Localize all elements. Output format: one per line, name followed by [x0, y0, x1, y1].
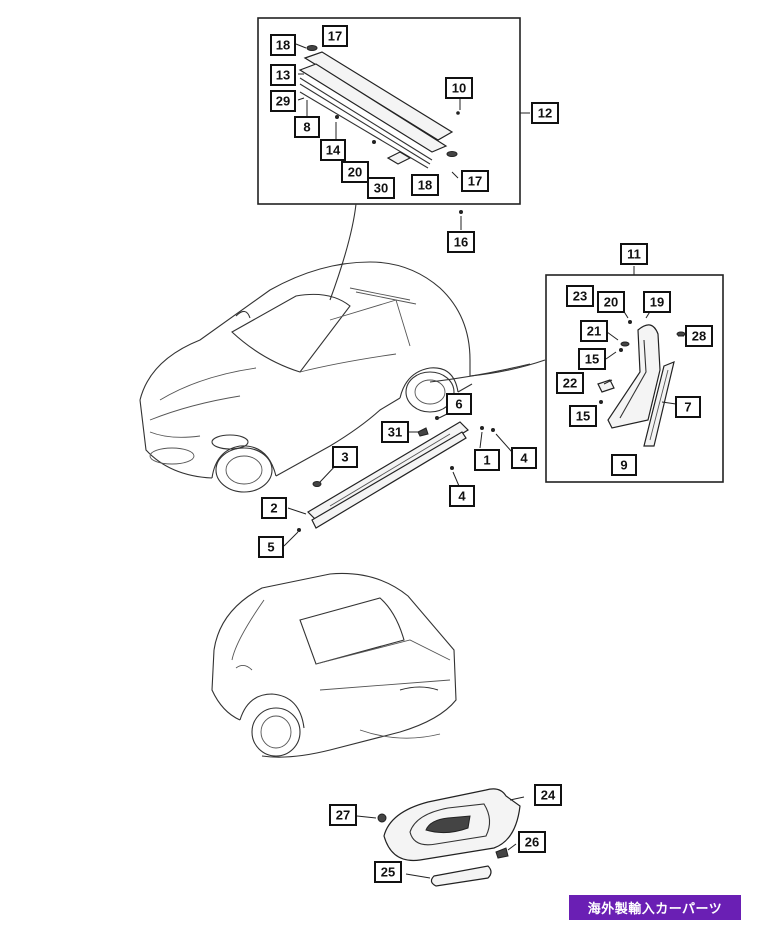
svg-text:10: 10: [452, 81, 466, 96]
svg-text:23: 23: [573, 289, 587, 304]
svg-text:22: 22: [563, 376, 577, 391]
callout-30: 30: [367, 177, 395, 199]
callout-28: 28: [685, 325, 713, 347]
svg-text:18: 18: [276, 38, 290, 53]
callout-6: 6: [446, 393, 472, 415]
svg-text:9: 9: [620, 458, 627, 473]
svg-text:18: 18: [418, 178, 432, 193]
svg-text:6: 6: [455, 397, 462, 412]
svg-text:16: 16: [454, 235, 468, 250]
callout-12: 12: [531, 102, 559, 124]
svg-text:5: 5: [267, 540, 274, 555]
callout-27: 27: [329, 804, 357, 826]
svg-text:4: 4: [458, 489, 466, 504]
svg-text:25: 25: [381, 865, 395, 880]
pillar-trim-panel: [545, 266, 724, 483]
svg-text:8: 8: [303, 120, 310, 135]
callout-29: 29: [270, 90, 296, 112]
callout-18a: 18: [270, 34, 296, 56]
door-handle-assembly: [356, 788, 525, 887]
svg-text:31: 31: [388, 425, 402, 440]
svg-text:28: 28: [692, 329, 706, 344]
callout-16: 16: [447, 231, 475, 253]
roof-molding-panel: [257, 17, 530, 230]
callout-25: 25: [374, 861, 402, 883]
svg-text:20: 20: [604, 295, 618, 310]
callout-3: 3: [332, 446, 358, 468]
callout-15a: 15: [578, 348, 606, 370]
svg-text:1: 1: [483, 453, 490, 468]
svg-text:17: 17: [328, 29, 342, 44]
callout-2: 2: [261, 497, 287, 519]
callout-26: 26: [518, 831, 546, 853]
svg-text:4: 4: [520, 451, 528, 466]
svg-text:2: 2: [270, 501, 277, 516]
svg-text:29: 29: [276, 94, 290, 109]
svg-text:24: 24: [541, 788, 556, 803]
svg-text:14: 14: [326, 143, 341, 158]
watermark-label: 海外製輸入カーパーツ: [569, 895, 741, 920]
svg-text:27: 27: [336, 808, 350, 823]
svg-text:13: 13: [276, 68, 290, 83]
svg-text:12: 12: [538, 106, 552, 121]
callout-7: 7: [675, 396, 701, 418]
callout-22: 22: [556, 372, 584, 394]
callout-5: 5: [258, 536, 284, 558]
sill-molding: [283, 412, 513, 547]
callout-18b: 18: [411, 174, 439, 196]
svg-text:19: 19: [650, 295, 664, 310]
callout-1: 1: [474, 449, 500, 471]
svg-text:15: 15: [576, 409, 590, 424]
svg-text:15: 15: [585, 352, 599, 367]
callout-9: 9: [611, 454, 637, 476]
callout-4a: 4: [511, 447, 537, 469]
svg-text:30: 30: [374, 181, 388, 196]
svg-text:26: 26: [525, 835, 539, 850]
callout-17b: 17: [461, 170, 489, 192]
svg-text:21: 21: [587, 324, 601, 339]
callout-10: 10: [445, 77, 473, 99]
callout-31: 31: [381, 421, 409, 443]
callout-8: 8: [294, 116, 320, 138]
callout-20a: 20: [341, 161, 369, 183]
svg-text:17: 17: [468, 174, 482, 189]
callout-17a: 17: [322, 25, 348, 47]
callout-14: 14: [320, 139, 346, 161]
car-rear-illustration: [211, 572, 457, 758]
svg-text:20: 20: [348, 165, 362, 180]
car-front-illustration: [139, 203, 546, 493]
callout-23: 23: [566, 285, 594, 307]
callout-21: 21: [580, 320, 608, 342]
callout-15b: 15: [569, 405, 597, 427]
svg-text:3: 3: [341, 450, 348, 465]
callout-19: 19: [643, 291, 671, 313]
callout-20b: 20: [597, 291, 625, 313]
svg-text:7: 7: [684, 400, 691, 415]
callout-24: 24: [534, 784, 562, 806]
callout-4b: 4: [449, 485, 475, 507]
svg-text:11: 11: [627, 247, 641, 262]
callout-11: 11: [620, 243, 648, 265]
callout-13: 13: [270, 64, 296, 86]
